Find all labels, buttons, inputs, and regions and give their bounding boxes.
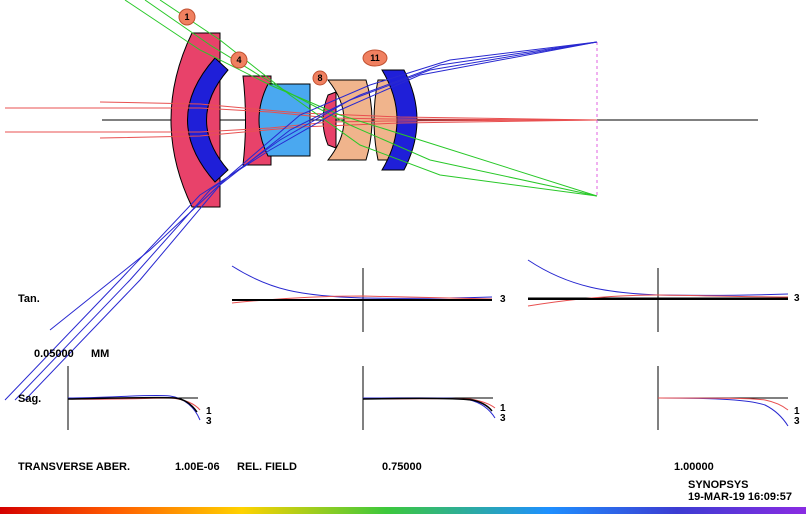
field-mid-value: 0.75000 <box>382 461 422 473</box>
sag-full-curve-label-3: 3 <box>794 416 800 427</box>
tan-plot-mid-field: 3 <box>231 265 506 332</box>
sag-plot-axis: 1 3 <box>67 366 212 430</box>
svg-text:8: 8 <box>317 73 322 83</box>
sag-plot-mid-field: 1 3 <box>362 366 506 430</box>
sag-full-curve-label-1: 1 <box>794 406 800 417</box>
sag-axis-curve-label-1: 1 <box>206 406 212 417</box>
spectrum-bar <box>0 507 806 514</box>
wavelength-label: 1.00E-06 <box>175 461 220 473</box>
sag-mid-curve-label-3: 3 <box>500 413 506 424</box>
surface-label-8: 8 <box>312 70 328 86</box>
ray-bundle-mid-field <box>124 0 598 197</box>
transverse-aber-label: TRANSVERSE ABER. <box>18 461 131 473</box>
date-time: 19-MAR-19 16:09:57 <box>688 491 792 503</box>
tan-mid-curve-label: 3 <box>500 294 506 305</box>
tan-label: Tan. <box>18 293 40 305</box>
lens-element-4 <box>258 83 311 157</box>
svg-text:1: 1 <box>184 12 189 22</box>
sag-plot-full-field: 1 3 <box>657 366 800 430</box>
lens-element-8 <box>381 69 418 171</box>
tan-plot-full-field: 3 <box>527 259 800 332</box>
surface-label-4: 4 <box>230 51 248 69</box>
ray-bundle-full-field <box>4 41 598 401</box>
svg-text:11: 11 <box>370 53 380 63</box>
sag-mid-curve-label-1: 1 <box>500 403 506 414</box>
lens-element-6 <box>326 79 373 161</box>
sag-label: Sag. <box>18 393 42 405</box>
lens-element-5 <box>322 91 337 149</box>
surface-label-1: 1 <box>178 8 196 26</box>
surface-label-11: 11 <box>362 49 388 67</box>
svg-text:4: 4 <box>236 55 241 65</box>
rel-field-label: REL. FIELD <box>237 461 297 473</box>
lens-element-2 <box>187 57 229 183</box>
scale-value: 0.05000 <box>34 348 74 360</box>
field-full-value: 1.00000 <box>674 461 714 473</box>
scale-unit: MM <box>91 348 110 360</box>
sag-axis-curve-label-3: 3 <box>206 416 212 427</box>
tan-full-curve-label: 3 <box>794 293 800 304</box>
software-name: SYNOPSYS <box>688 479 749 491</box>
